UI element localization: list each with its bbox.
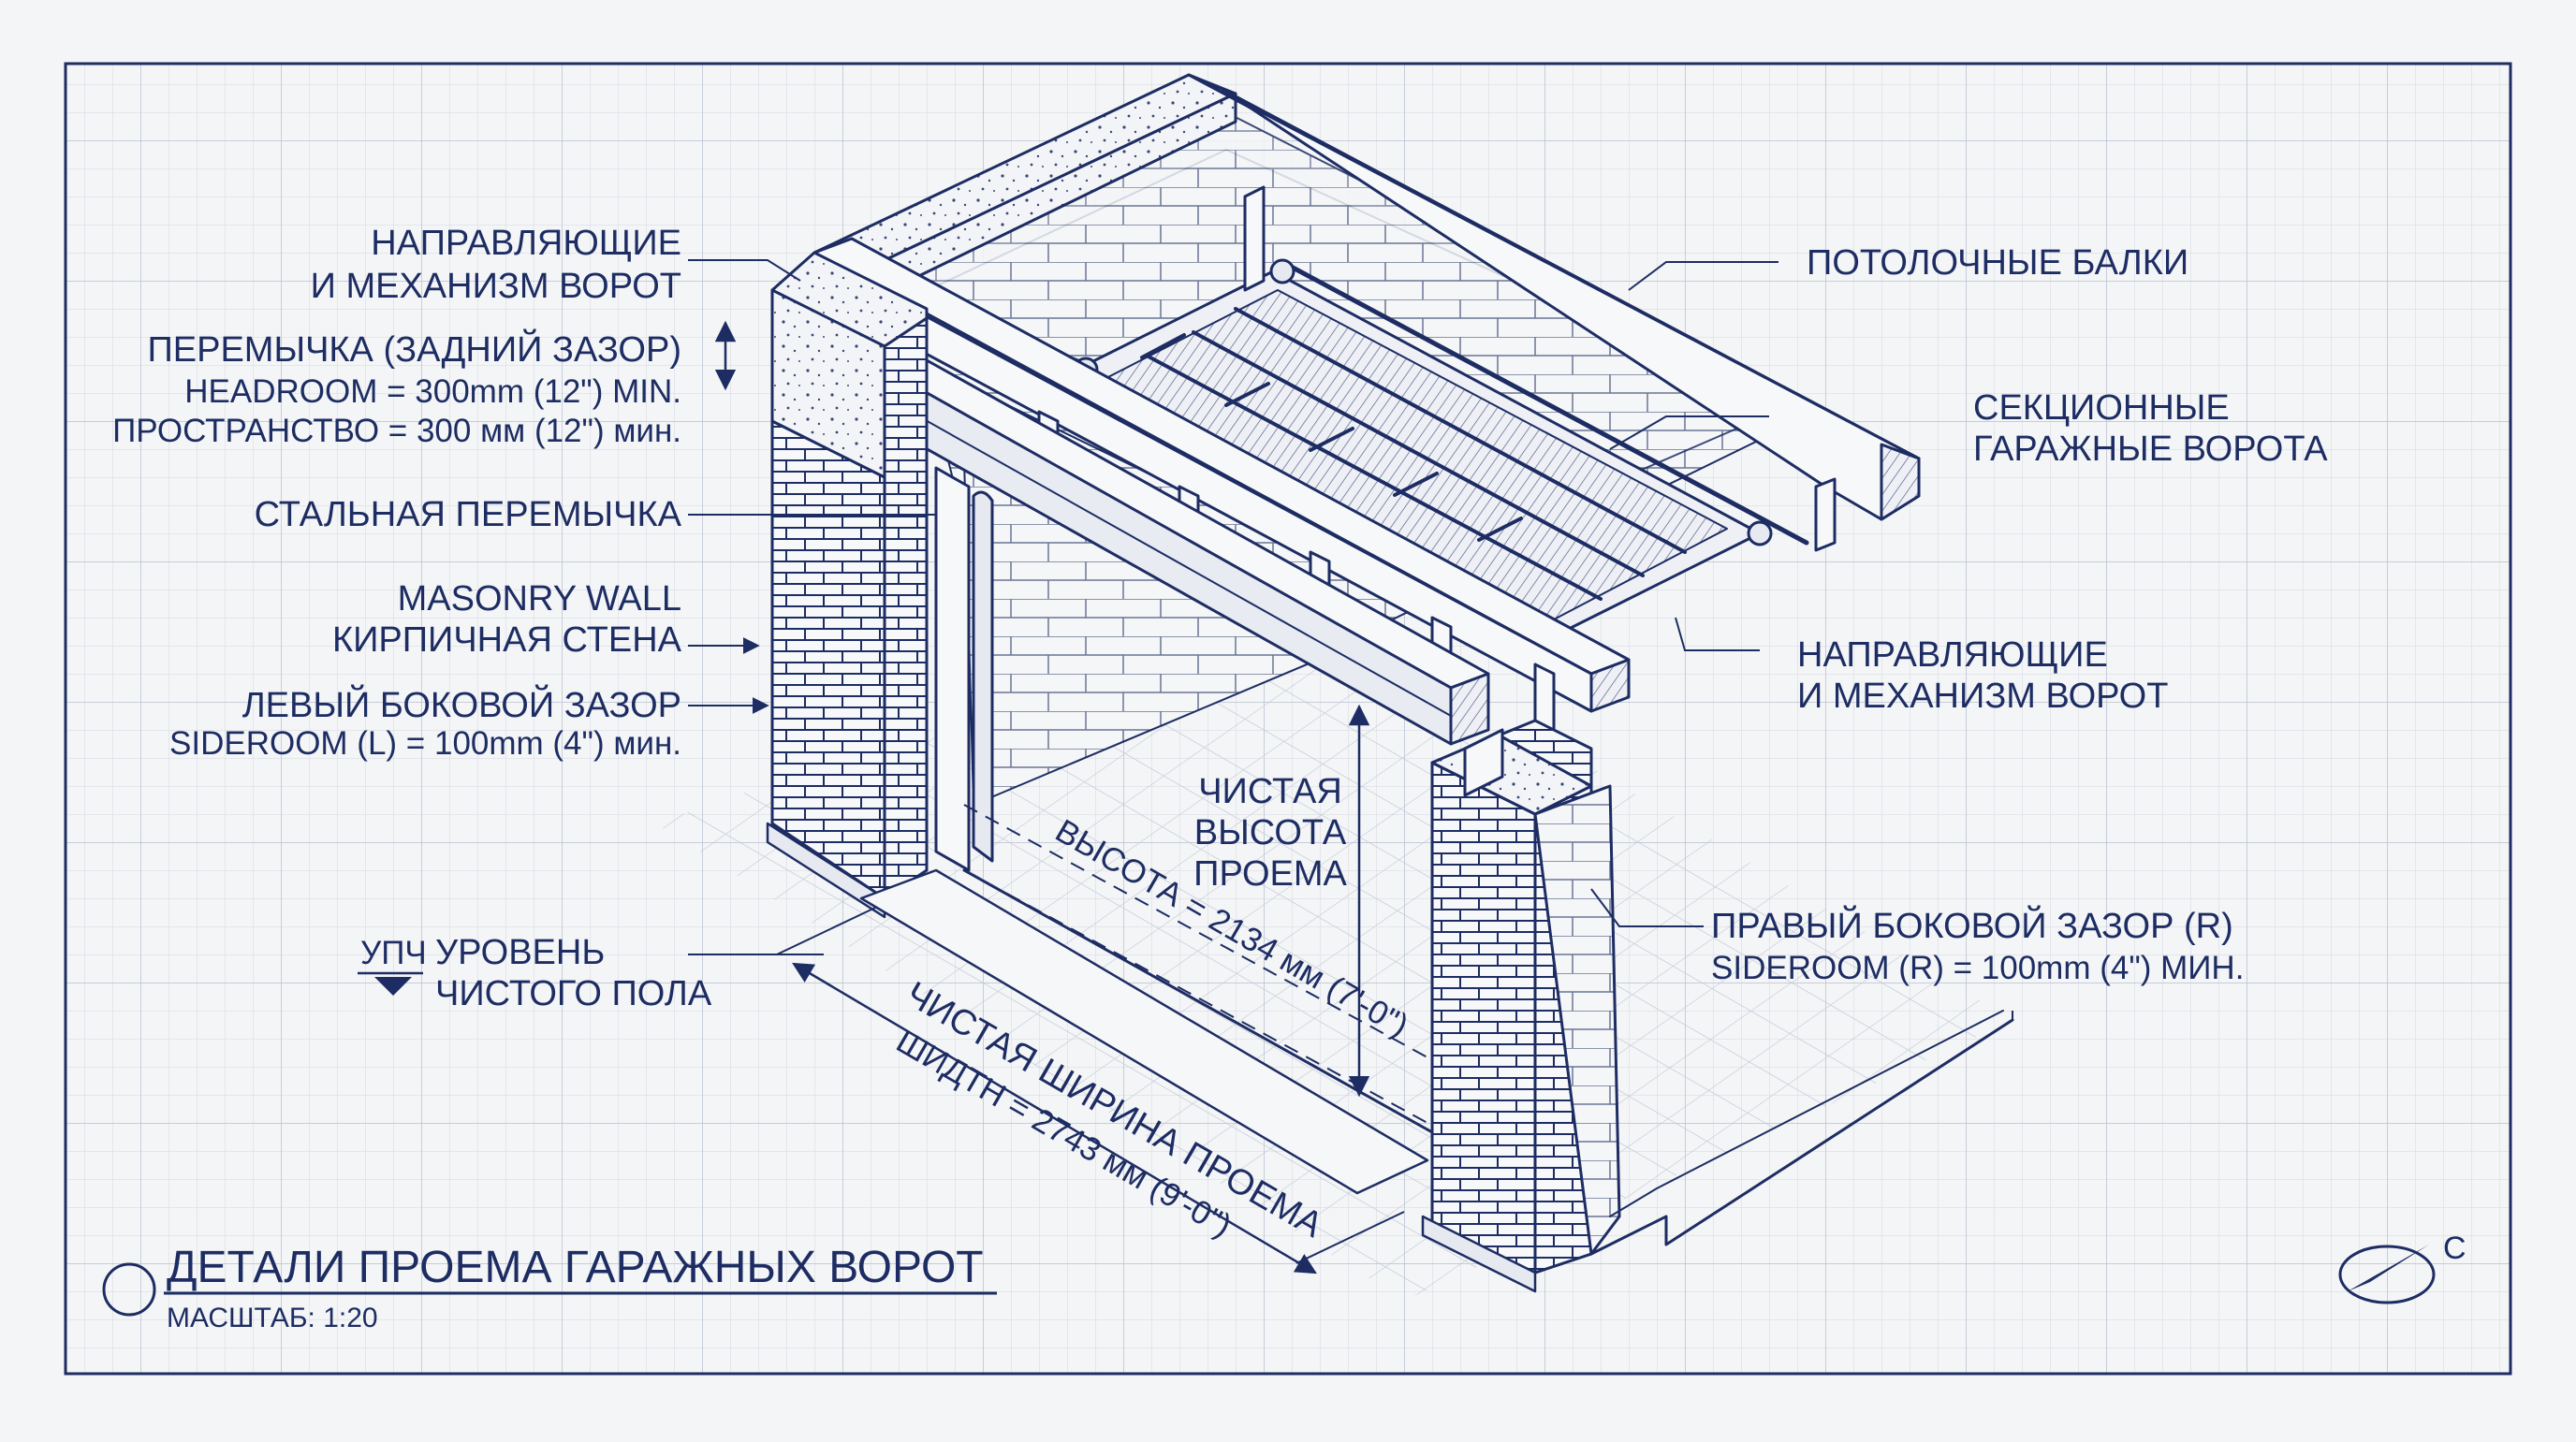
floor-level-tag: УПЧ	[360, 935, 427, 971]
right-sideroom-line1: ПРАВЫЙ БОКОВОЙ ЗАЗОР (R)	[1711, 904, 2233, 946]
sheet-border	[64, 62, 2512, 1376]
track-mechanism-right-line1: НАПРАВЛЯЮЩИЕ	[1797, 635, 2108, 675]
track-mechanism-left-line1: НАПРАВЛЯЮЩИЕ	[371, 224, 681, 263]
floor-level-callout: УПЧ УРОВЕНЬ ЧИСТОГО ПОЛА	[358, 933, 712, 1013]
headroom-line1: ПЕРЕМЫЧКА (ЗАДНИЙ ЗАЗОР)	[147, 328, 681, 370]
track-mechanism-right-line2: И МЕХАНИЗМ ВОРОТ	[1797, 677, 2168, 716]
sectional-door-line1: СЕКЦИОННЫЕ	[1973, 388, 2230, 428]
clear-height-line1: ЧИСТАЯ	[1198, 772, 1342, 811]
title-block: ДЕТАЛИ ПРОЕМА ГАРАЖНЫХ ВОРОТ МАСШТАБ: 1:…	[102, 1243, 997, 1333]
garage-structure	[766, 73, 2014, 1293]
headroom-line3: ПРОСТРАНСТВО = 300 мм (12") мин.	[112, 413, 681, 449]
drawing-scale: МАСШТАБ: 1:20	[167, 1303, 378, 1333]
right-sideroom-line2: SIDEROOM (R) = 100mm (4") МИН.	[1711, 950, 2244, 986]
north-arrow-label: C	[2443, 1231, 2466, 1266]
drawing-title: ДЕТАЛИ ПРОЕМА ГАРАЖНЫХ ВОРОТ	[167, 1243, 984, 1292]
detail-bubble-icon	[102, 1262, 156, 1317]
sectional-door-line2: ГАРАЖНЫЕ ВОРОТА	[1973, 430, 2328, 469]
clear-height-line2: ВЫСОТА	[1194, 813, 1347, 852]
headroom-line2: HEADROOM = 300mm (12") MIN.	[184, 373, 681, 410]
floor-level-line1: УРОВЕНЬ	[435, 933, 605, 972]
north-arrow-icon	[2338, 1245, 2436, 1304]
north-arrow: C	[2338, 1231, 2466, 1304]
ceiling-joists-label: ПОТОЛОЧНЫЕ БАЛКИ	[1807, 243, 2188, 283]
steel-lintel-label: СТАЛЬНАЯ ПЕРЕМЫЧКА	[255, 495, 682, 534]
floor-level-line2: ЧИСТОГО ПОЛА	[435, 974, 712, 1013]
left-callouts: НАПРАВЛЯЮЩИЕ И МЕХАНИЗМ ВОРОТ ПЕРЕМЫЧКА …	[112, 224, 682, 762]
left-sideroom-line2: SIDEROOM (L) = 100mm (4") мин.	[169, 725, 681, 762]
masonry-wall-line2: КИРПИЧНАЯ СТЕНА	[332, 620, 682, 660]
left-sideroom-line1: ЛЕВЫЙ БОКОВОЙ ЗАЗОР	[242, 683, 681, 725]
dimension-lines	[714, 320, 1428, 1274]
leader-lines	[688, 259, 2013, 1020]
level-marker-icon	[374, 977, 412, 996]
masonry-wall-line1: MASONRY WALL	[398, 579, 681, 619]
clear-height-line3: ПРОЕМА	[1193, 854, 1347, 894]
track-mechanism-left-line2: И МЕХАНИЗМ ВОРОТ	[311, 267, 681, 306]
clear-height-callout: ЧИСТАЯ ВЫСОТА ПРОЕМА	[1193, 772, 1347, 894]
right-callouts: ПОТОЛОЧНЫЕ БАЛКИ СЕКЦИОННЫЕ ГАРАЖНЫЕ ВОР…	[1711, 243, 2328, 986]
